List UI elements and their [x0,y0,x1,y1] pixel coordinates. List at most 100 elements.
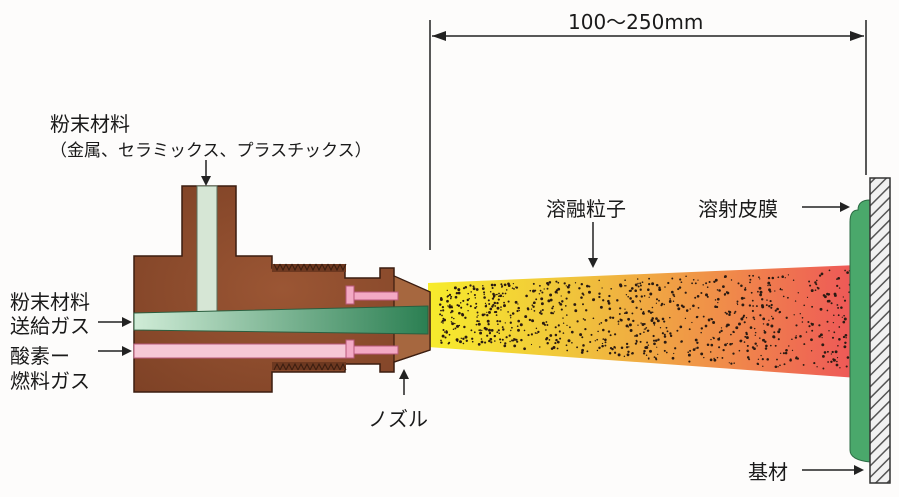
molten-particle [528,318,532,322]
molten-particle [586,284,589,288]
molten-particle [709,358,713,362]
molten-particle [472,285,475,288]
molten-particle [677,307,681,311]
molten-particle [704,324,708,328]
molten-particle [562,332,565,334]
molten-particle [509,340,511,343]
molten-particle [555,289,559,292]
molten-particle [631,312,634,315]
molten-particle [742,316,745,319]
molten-particle [821,337,823,339]
molten-particle [751,309,754,313]
molten-particle [477,314,479,317]
molten-particle [531,304,534,306]
molten-particle [523,329,526,332]
molten-particle [580,351,584,354]
molten-particle [836,360,838,363]
molten-particle [634,283,638,287]
molten-particle [643,328,646,330]
molten-particle [838,287,841,289]
molten-particle [733,312,736,314]
molten-particle [547,283,550,286]
molten-particle [464,285,468,289]
molten-particle [501,286,503,288]
molten-particle [717,337,721,341]
molten-particle [809,284,812,287]
molten-particle [640,322,642,324]
molten-particle [468,297,470,300]
molten-particle [759,278,761,280]
molten-particle [720,329,723,333]
molten-particle [441,334,445,338]
molten-particle [741,303,745,307]
molten-particle [561,300,564,303]
molten-particle [448,293,452,297]
molten-particle [842,320,846,324]
molten-particle [815,283,818,286]
molten-particle [619,307,622,310]
molten-particle [483,296,486,299]
molten-particle [724,311,727,314]
molten-particle [469,284,472,287]
molten-particle [487,323,490,326]
molten-particle [625,346,629,349]
molten-particle [504,292,507,295]
molten-particle [502,328,505,331]
molten-particle [712,321,716,324]
molten-particle [689,349,692,352]
molten-particle [782,295,785,298]
molten-particle [598,295,601,299]
molten-particle [688,360,691,363]
molten-particle [543,288,545,290]
molten-particle [643,322,646,326]
molten-particle [503,304,506,308]
molten-particle [453,317,455,320]
molten-particle [765,344,768,348]
molten-particle [533,310,536,312]
molten-particle [652,334,655,338]
molten-particle [691,321,693,324]
molten-particle [626,353,630,357]
molten-particle [610,287,613,290]
molten-particle [801,316,804,319]
molten-particle [588,285,591,288]
molten-particle [497,323,499,326]
molten-particle [496,306,500,310]
molten-particle [634,289,637,292]
molten-particle [490,329,494,332]
molten-particle [564,305,567,307]
molten-particle [653,324,656,326]
molten-particle [746,349,749,353]
molten-particle [628,346,630,348]
molten-particle [639,299,641,302]
molten-particle [635,334,639,337]
molten-particle [648,296,650,298]
molten-particle [663,340,667,344]
molten-particle [594,340,596,342]
molten-particle [517,328,520,332]
molten-particle [755,305,758,308]
molten-particle [724,292,726,295]
fuel-gas-label-line1: 酸素ー [10,344,70,368]
molten-particle [649,292,653,296]
molten-particle [843,345,847,349]
molten-particle [632,319,635,323]
molten-particle [742,297,745,299]
molten-particle [671,356,675,360]
molten-particle [628,323,632,327]
molten-particle [634,342,638,345]
molten-particle [732,330,735,333]
molten-particle [439,298,443,301]
molten-particle [609,334,612,337]
molten-particle [508,334,511,337]
fuel-gas-label-line2: 燃料ガス [10,369,90,393]
molten-particle [586,350,589,353]
molten-particle [762,365,764,367]
molten-particle [647,288,650,291]
molten-particle [820,272,824,276]
molten-particle [696,346,699,349]
molten-particle [532,302,535,305]
molten-particle [796,357,799,360]
molten-particle [649,349,652,353]
